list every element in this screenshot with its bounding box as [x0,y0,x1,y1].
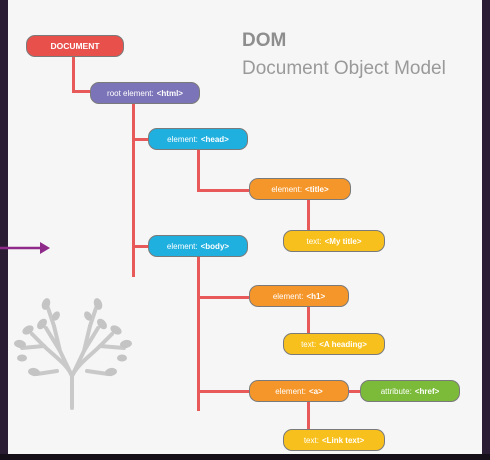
title-text-node: text: <My title> [283,230,385,252]
node-tag: <title> [305,184,329,194]
connector-line [132,245,150,248]
node-prefix: element: [275,386,306,396]
connector-line [132,104,135,277]
document-node: DOCUMENT [26,35,124,57]
node-prefix: text: [301,339,317,349]
document-node-label: DOCUMENT [50,41,100,51]
a-element-node: element: <a> [249,380,349,402]
node-tag: <html> [156,88,183,98]
h1-text-node: text: <A heading> [283,333,385,355]
node-tag: <head> [200,134,229,144]
node-prefix: element: [272,291,304,301]
connector-line [197,390,249,393]
connector-line [132,138,150,141]
connector-line [197,150,200,192]
h1-element-node: element: <h1> [249,285,349,307]
node-prefix: element: [271,184,303,194]
window-frame-right [482,0,490,460]
slide: DOM Document Object Model DOCUMENT root … [8,0,482,454]
connector-line [197,296,249,299]
html-element-node: root element: <html> [90,82,200,104]
node-tag: <A heading> [319,339,367,349]
node-prefix: text: [306,236,322,246]
arrow-right-icon [0,242,50,254]
node-tag: <h1> [306,291,326,301]
node-prefix: root element: [107,88,154,98]
node-tag: <href> [414,386,440,396]
node-tag: <body> [200,241,230,251]
window-frame-left [0,0,8,460]
connector-line [197,257,200,411]
node-tag: <a> [308,386,323,396]
title-element-node: element: <title> [249,178,351,200]
tree-icon [14,298,132,410]
page-title: DOM [242,30,287,51]
node-prefix: element: [167,134,198,144]
href-attribute-node: attribute: <href> [360,380,460,402]
node-tag: <Link text> [321,435,365,445]
connector-line [307,401,310,429]
connector-line [72,56,75,93]
connector-line [197,189,249,192]
node-prefix: attribute: [380,386,412,396]
window-frame-bottom [0,454,490,460]
node-prefix: element: [166,241,198,251]
connector-line [307,306,310,334]
page-subtitle: Document Object Model [242,58,446,79]
connector-line [348,390,361,393]
node-prefix: text: [303,435,319,445]
a-text-node: text: <Link text> [283,429,385,451]
node-tag: <My title> [324,236,362,246]
body-element-node: element: <body> [148,235,248,257]
connector-line [307,199,310,235]
head-element-node: element: <head> [148,128,248,150]
connector-line [72,90,90,93]
